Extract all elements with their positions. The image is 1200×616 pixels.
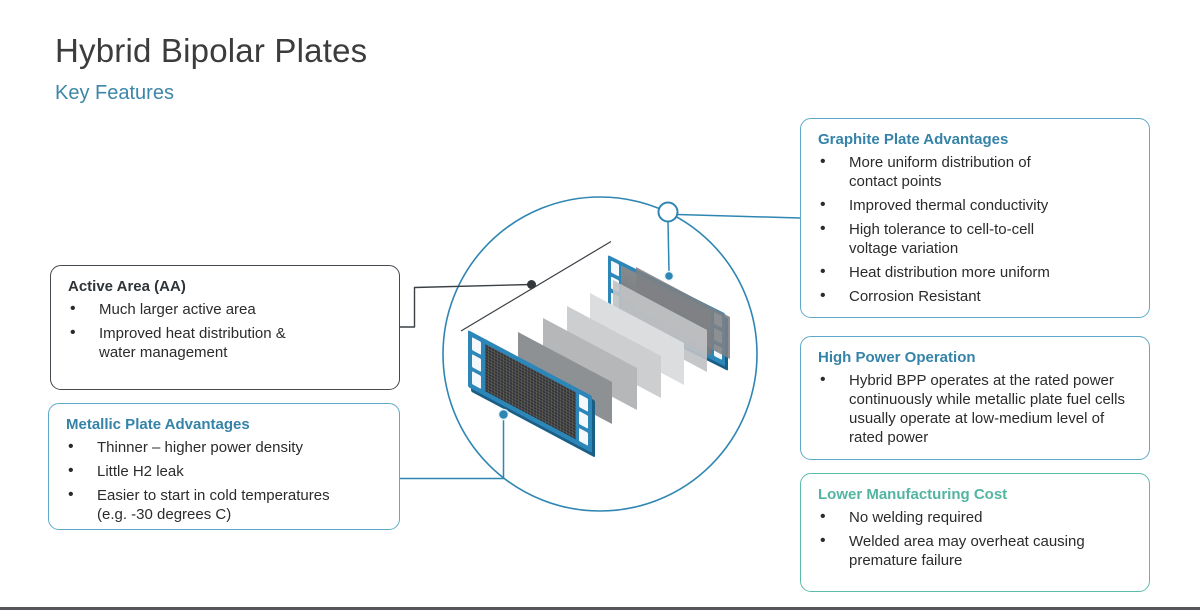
bullet-list: More uniform distribution of contact poi… [818,152,1135,306]
bullet-item: Thinner – higher power density [66,437,385,457]
callout-title: High Power Operation [818,349,976,366]
footer-divider [0,607,1200,610]
bullet-item: Improved thermal conductivity [818,195,1135,215]
bullet-item: Improved heat distribution & water manag… [68,323,385,362]
manifold-slot [579,428,588,446]
bullet-item: More uniform distribution of contact poi… [818,152,1135,191]
callout-lower-manufacturing-cost: Lower Manufacturing Cost No welding requ… [800,473,1150,592]
bullet-list: No welding required Welded area may over… [818,507,1135,570]
callout-title: Metallic Plate Advantages [66,416,250,433]
bullet-item: Heat distribution more uniform [818,262,1135,282]
bullet-list: Thinner – higher power density Little H2… [66,437,385,524]
callout-title: Graphite Plate Advantages [818,131,1009,148]
bullet-item: No welding required [818,507,1135,527]
callout-high-power-operation: High Power Operation Hybrid BPP operates… [800,336,1150,460]
callout-title: Lower Manufacturing Cost [818,486,1008,503]
manifold-slot [579,394,588,412]
bullet-item: Much larger active area [68,299,385,319]
slide-title: Hybrid Bipolar Plates [55,32,368,69]
callout-graphite-plate-advantages: Graphite Plate Advantages More uniform d… [800,118,1150,318]
slide-subtitle: Key Features [55,82,174,104]
bullet-item: Hybrid BPP operates at the rated power c… [818,370,1135,447]
manifold-slot [611,260,619,277]
callout-title: Active Area (AA) [68,278,186,295]
manifold-slot [472,354,481,372]
bullet-item: High tolerance to cell-to-cell voltage v… [818,219,1135,258]
manifold-slot [579,411,588,429]
bullet-item: Easier to start in cold temperatures (e.… [66,485,385,524]
bullet-list: Hybrid BPP operates at the rated power c… [818,370,1135,447]
callout-active-area: Active Area (AA) Much larger active area… [50,265,400,390]
bullet-item: Little H2 leak [66,461,385,481]
manifold-slot [472,371,481,389]
callout-metallic-plate-advantages: Metallic Plate Advantages Thinner – high… [48,403,400,530]
bullet-list: Much larger active area Improved heat di… [68,299,385,362]
bullet-item: Corrosion Resistant [818,286,1135,306]
bullet-item: Welded area may overheat causing prematu… [818,531,1135,570]
manifold-slot [472,337,481,355]
